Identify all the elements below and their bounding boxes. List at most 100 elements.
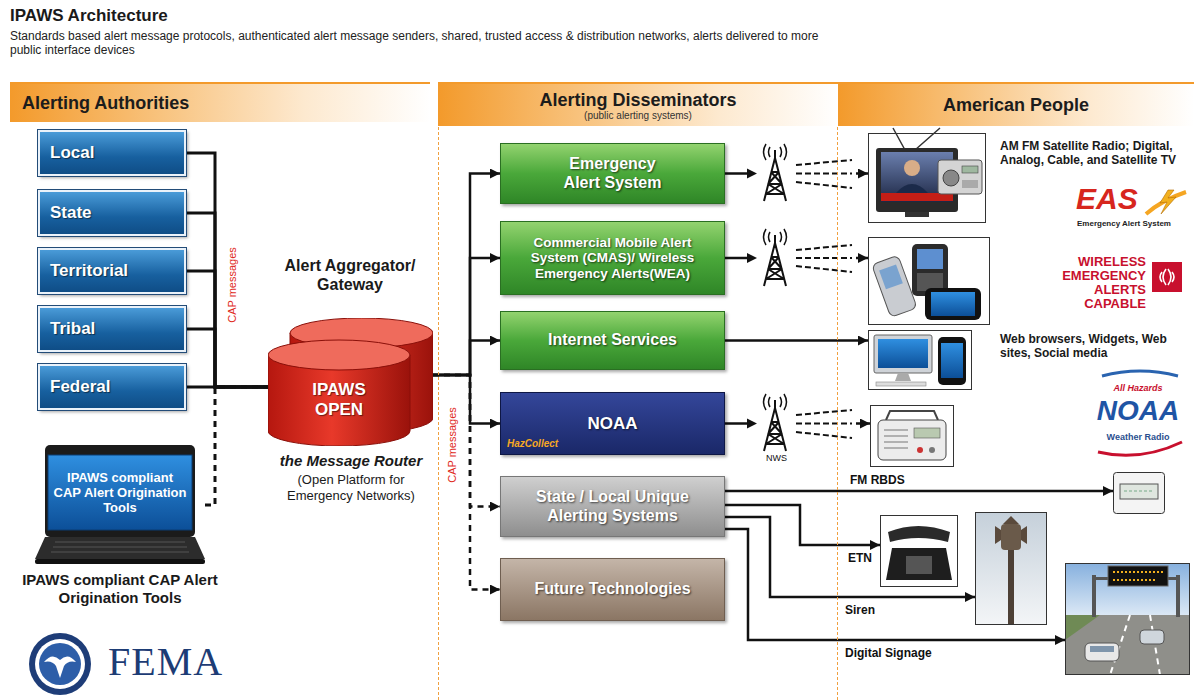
process-box: NOAAHazCollect: [500, 392, 725, 455]
connector-line: [186, 329, 268, 387]
node-label: Tribal: [50, 319, 95, 339]
tower-gap: [749, 168, 856, 180]
node-label: WIRELESS EMERGENCY ALERTS CAPABLE: [1046, 255, 1146, 311]
wea-icon: [1152, 262, 1182, 292]
picture-frame: [871, 406, 954, 467]
connector-line: [186, 213, 268, 387]
node-label: Commercial Mobile Alert System (CMAS)/ W…: [529, 235, 696, 280]
desk-phone-base: [886, 548, 952, 580]
tv-antenna: [893, 128, 940, 150]
noaa-swoosh: [1098, 442, 1182, 455]
node-label: Internet Services: [548, 331, 677, 349]
device-picture: Digital Signage: [1065, 563, 1190, 675]
node-label: Digital Signage: [845, 646, 975, 660]
node-sublabel: IPAWS OPEN: [299, 380, 379, 420]
authority-box: Tribal: [38, 306, 186, 352]
seal-center: [39, 643, 81, 685]
device-picture: All HazardsNOAAWeather Radio: [870, 405, 954, 467]
device-picture: AM FM Satellite Radio; Digital, Analog, …: [868, 133, 986, 223]
rbds-display: [1120, 484, 1158, 499]
touch-phone-screen: [931, 292, 975, 316]
laptop-lip: [35, 559, 205, 564]
tower-arrow-head: [747, 169, 757, 429]
process-box: Future Technologies: [500, 558, 725, 621]
message-sign: [1108, 566, 1168, 586]
logo-text: EAS: [1076, 184, 1138, 214]
flip-phone-body: [872, 255, 917, 317]
node-label: Web browsers, Widgets, Web sites, Social…: [1000, 332, 1184, 360]
device-picture: Web browsers, Widgets, Web sites, Social…: [868, 330, 972, 390]
node-label: All Hazards: [1096, 383, 1180, 394]
siren-photo: [976, 513, 1047, 625]
picture-frame: [881, 516, 958, 587]
rbds-device: [1114, 473, 1165, 514]
tower-symbol: [764, 144, 787, 201]
node-label: Federal: [50, 377, 110, 397]
desk-phone-handset: [888, 526, 950, 542]
node-label: Alerting Authorities: [22, 93, 189, 114]
radio-display: [914, 428, 940, 438]
node-sublabel: (public alerting systems): [584, 110, 692, 121]
node-label: Local: [50, 143, 94, 163]
wea-waves: [1160, 269, 1174, 285]
section-region: Alerting Disseminators(public alerting s…: [438, 82, 838, 700]
node-sublabel: the Message Router: [266, 452, 436, 470]
connector-line: [433, 375, 500, 590]
monitor-body: [874, 335, 932, 373]
node-label: State / Local Unique Alerting Systems: [519, 488, 706, 525]
authority-box: Territorial: [38, 248, 186, 294]
seal-ring: [29, 633, 91, 695]
highway-sky: [1065, 563, 1190, 615]
eas-bolt: [1160, 190, 1176, 214]
node-label: Emergency Alert System: [551, 155, 674, 192]
node-label: Alerting Disseminators: [539, 90, 736, 110]
desk-phone-keypad: [906, 556, 932, 574]
tv-stand: [905, 212, 929, 217]
keyboard: [876, 382, 926, 386]
siren-pole: [1008, 548, 1014, 624]
siren-head: [1001, 524, 1021, 550]
car: [1085, 643, 1119, 661]
node-sublabel: HazCollect: [507, 438, 558, 450]
touch-phone-body: [938, 337, 966, 385]
laptop-screen: [48, 455, 192, 530]
connector-line: [725, 339, 868, 342]
process-box: Internet Services: [500, 311, 725, 370]
connector-line: [433, 375, 500, 507]
tower-symbol: [764, 229, 787, 286]
flow-label: CAP messages: [446, 407, 458, 483]
monitor-screen: [878, 339, 928, 368]
node-label: Territorial: [50, 261, 128, 281]
radio-handle: [886, 411, 938, 420]
origination-tool: IPAWS compliant CAP Alert Origination To…: [35, 445, 205, 565]
node-sublabel: (Open Platform for Emergency Networks): [266, 472, 436, 504]
laptop-keys: [51, 542, 189, 552]
picture-frame: [869, 134, 986, 223]
picture-frame: [869, 331, 972, 390]
node-label: IPAWS compliant CAP Alert Origination To…: [48, 455, 192, 530]
diagram-caption: Standards based alert message protocols,…: [10, 29, 840, 57]
node-label: ETN: [848, 551, 878, 565]
touch-phone-body: [925, 288, 981, 320]
connector-line: [433, 174, 500, 376]
presenter-head: [904, 160, 920, 176]
authority-box: Federal: [38, 364, 186, 410]
radio-body: [938, 160, 982, 194]
radio-grille: [884, 430, 908, 448]
seal-eagle: [44, 656, 76, 678]
radio-button: [917, 447, 923, 453]
gateway-cylinder: Alert Aggregator/ GatewayIPAWS OPENthe M…: [268, 318, 433, 446]
node-label: AM FM Satellite Radio; Digital, Analog, …: [1000, 139, 1184, 167]
node-sublabel: NOAA: [1092, 395, 1184, 427]
laptop-bezel: [45, 445, 195, 537]
rbds-text-bar: [1124, 491, 1154, 492]
agency-logo: FEMA: [108, 640, 223, 684]
node-sublabel: IPAWS compliant CAP Alert Origination To…: [20, 571, 220, 607]
radio-button: [929, 447, 935, 453]
tower-gap: [749, 418, 856, 430]
touch-phone-screen: [941, 343, 963, 378]
flip-phone: [872, 255, 917, 317]
car: [1140, 630, 1164, 644]
